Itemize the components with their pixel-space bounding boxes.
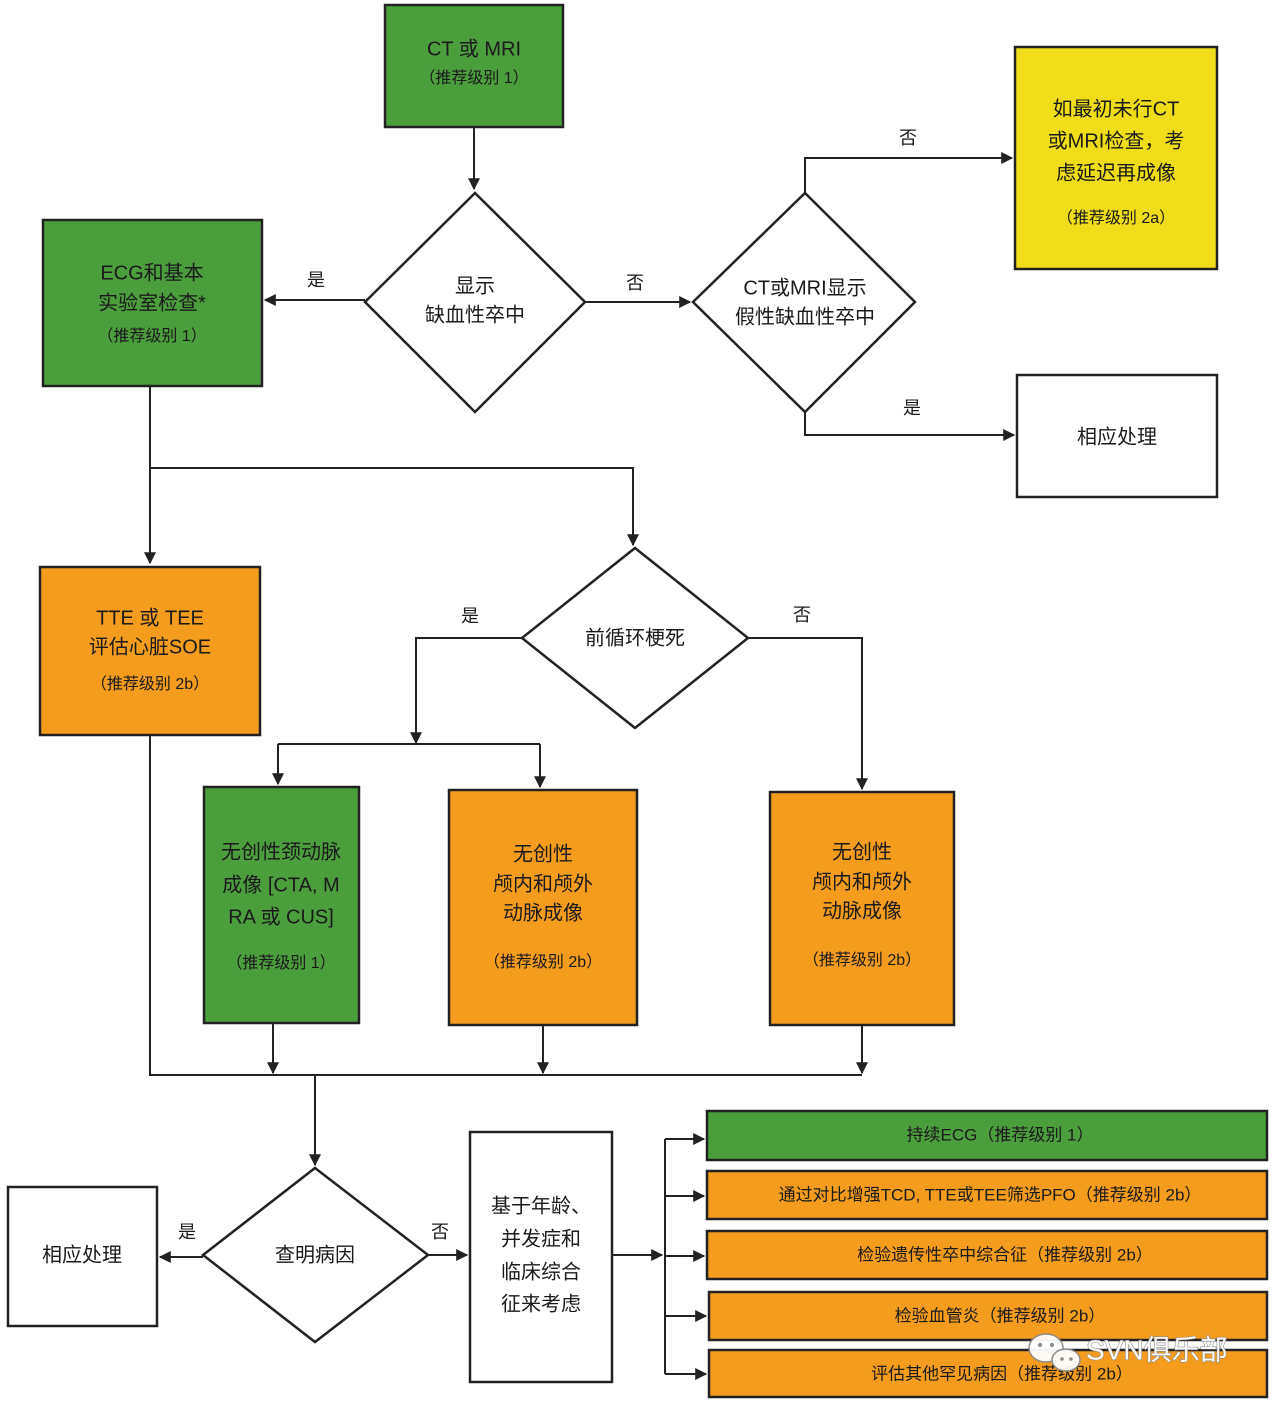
label-ischemic-yes: 是 (307, 270, 325, 290)
node-carotid-imaging: 无创性颈动脉 成像 [CTA, M RA 或 CUS] （推荐级别 1） (202, 785, 361, 1025)
edge-anterior-no-to-arterial-right (748, 637, 868, 791)
edge-mimic-yes-to-treat (804, 412, 1016, 441)
label-anterior-yes: 是 (461, 606, 479, 626)
label-cause-no: 否 (431, 1222, 449, 1242)
node-delayed-line: 虑延迟再成像 (1056, 161, 1176, 184)
decision-stroke-mimic: CT或MRI显示 假性缺血性卒中 (691, 191, 917, 414)
node-tte-line: 评估心脏SOE (89, 635, 211, 658)
node-consider-line: 并发症和 (501, 1227, 581, 1250)
node-consider-line: 征来考虑 (501, 1292, 581, 1315)
node-arterial-right-line: 无创性 (832, 840, 892, 863)
decision-ischemic-line: 缺血性卒中 (425, 303, 525, 326)
node-arterial-left-line: 颅内和颅外 (493, 872, 593, 895)
node-consider-line: 基于年龄、 (491, 1194, 591, 1217)
workup-item-label: 检验血管炎（推荐级别 2b） (895, 1306, 1106, 1325)
label-cause-yes: 是 (178, 1222, 196, 1242)
node-treat-top: 相应处理 (1015, 373, 1219, 499)
label-mimic-yes: 是 (903, 398, 921, 418)
decision-ischemic-line: 显示 (455, 275, 495, 297)
node-tte-line: TTE 或 TEE (96, 606, 204, 629)
decision-anterior-circulation: 前循环梗死 (519, 546, 751, 730)
node-arterial-right-line: 颅内和颅外 (812, 870, 912, 893)
workup-item: 检验遗传性卒中综合征（推荐级别 2b） (705, 1229, 1269, 1281)
watermark-text: SVN俱乐部 (1086, 1334, 1228, 1365)
node-carotid-rec: （推荐级别 1） (226, 954, 335, 972)
node-ecg-line: 实验室检查* (98, 291, 206, 314)
node-delayed-line: 或MRI检查，考 (1048, 129, 1185, 152)
node-treat-bottom-line: 相应处理 (42, 1243, 122, 1266)
node-delayed-rec: （推荐级别 2a） (1057, 209, 1175, 227)
workup-item: 持续ECG（推荐级别 1） (705, 1109, 1269, 1162)
node-arterial-left-line: 动脉成像 (503, 901, 583, 924)
node-delayed-imaging: 如最初未行CT 或MRI检查，考 虑延迟再成像 （推荐级别 2a） (1013, 45, 1219, 271)
workup-item-label: 检验遗传性卒中综合征（推荐级别 2b） (857, 1245, 1153, 1264)
label-ischemic-no: 否 (626, 273, 644, 293)
node-arterial-left-rec: （推荐级别 2b） (484, 953, 602, 971)
node-carotid-line: RA 或 CUS] (228, 905, 334, 928)
node-arterial-imaging-right: 无创性 颅内和颅外 动脉成像 （推荐级别 2b） (768, 790, 956, 1027)
workup-item: 通过对比增强TCD, TTE或TEE筛选PFO（推荐级别 2b） (705, 1169, 1269, 1221)
node-ecg-labs: ECG和基本 实验室检查* （推荐级别 1） (41, 218, 264, 388)
node-arterial-left-line: 无创性 (513, 842, 573, 865)
label-mimic-no: 否 (899, 128, 917, 148)
node-arterial-right-line: 动脉成像 (822, 899, 902, 922)
node-arterial-right-rec: （推荐级别 2b） (803, 951, 921, 969)
decision-cause-identified: 查明病因 (200, 1166, 431, 1344)
node-delayed-line: 如最初未行CT (1053, 97, 1180, 120)
watermark: SVN俱乐部 (1028, 1333, 1228, 1372)
node-ct-mri-rec: （推荐级别 1） (419, 69, 528, 87)
workup-item-label: 持续ECG（推荐级别 1） (906, 1125, 1093, 1144)
edge-anterior-yes (410, 637, 522, 745)
workup-list: 持续ECG（推荐级别 1） 通过对比增强TCD, TTE或TEE筛选PFO（推荐… (705, 1109, 1269, 1399)
edge-ecg-to-anterior (150, 467, 639, 547)
workup-item: 检验血管炎（推荐级别 2b） (707, 1290, 1269, 1342)
decision-cause-line: 查明病因 (275, 1243, 355, 1266)
wechat-icon (1028, 1333, 1081, 1372)
node-treat-bottom: 相应处理 (6, 1185, 159, 1328)
workup-item-label: 通过对比增强TCD, TTE或TEE筛选PFO（推荐级别 2b） (779, 1185, 1202, 1204)
edge-merge-bar (149, 735, 862, 1076)
node-ct-mri: CT 或 MRI （推荐级别 1） (383, 3, 565, 129)
node-carotid-line: 无创性颈动脉 (221, 840, 341, 863)
node-ct-mri-line: CT 或 MRI (427, 37, 521, 60)
decision-mimic-line: CT或MRI显示 (743, 276, 866, 299)
label-anterior-no: 否 (793, 605, 811, 625)
node-consider: 基于年龄、 并发症和 临床综合 征来考虑 (468, 1130, 614, 1384)
node-ecg-rec: （推荐级别 1） (97, 327, 206, 345)
node-tte-rec: （推荐级别 2b） (91, 675, 209, 693)
node-arterial-imaging-left: 无创性 颅内和颅外 动脉成像 （推荐级别 2b） (447, 788, 639, 1027)
decision-mimic-line: 假性缺血性卒中 (735, 305, 875, 328)
workup-item-label: 评估其他罕见病因（推荐级别 2b） (871, 1364, 1133, 1383)
node-carotid-line: 成像 [CTA, M (222, 873, 339, 896)
decision-anterior-line: 前循环梗死 (585, 626, 685, 649)
node-consider-line: 临床综合 (501, 1260, 581, 1283)
edge-mimic-no-to-delayed (804, 152, 1014, 193)
node-treat-top-line: 相应处理 (1077, 425, 1157, 448)
node-ecg-line: ECG和基本 (100, 261, 203, 284)
decision-ischemic-stroke: 显示 缺血性卒中 (363, 191, 587, 414)
node-tte-tee: TTE 或 TEE 评估心脏SOE （推荐级别 2b） (38, 565, 262, 737)
